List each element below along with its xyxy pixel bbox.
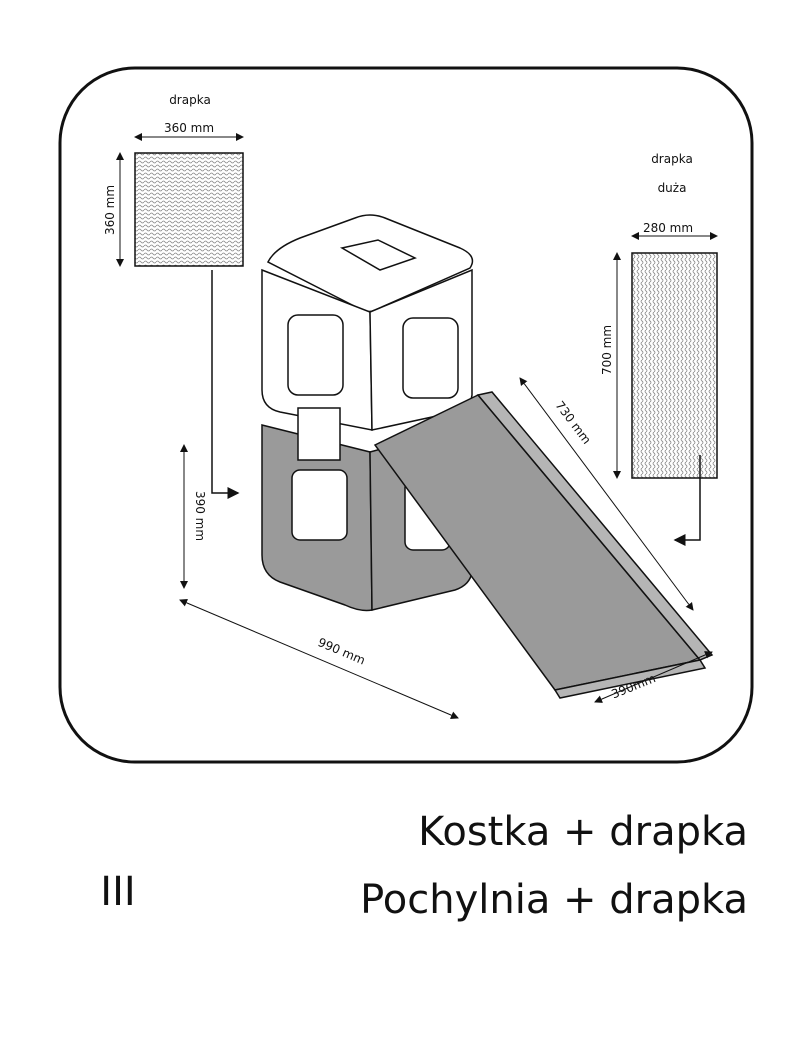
scratch-large-width: 280 mm bbox=[643, 221, 693, 235]
scratch-large-height: 700 mm bbox=[600, 325, 614, 375]
top-cube bbox=[261, 214, 474, 461]
slide-length-label: 730 mm bbox=[553, 398, 594, 446]
length-label: 990 mm bbox=[316, 635, 368, 667]
caption-line-1: Kostka + drapka bbox=[418, 809, 748, 855]
frame bbox=[58, 66, 754, 764]
scratch-pad-large: drapka duża 280 mm 700 mm bbox=[600, 152, 718, 546]
set-number: III bbox=[100, 869, 135, 915]
cube-height-label: 390 mm bbox=[193, 491, 207, 541]
scratch-pad-small: drapka 360 mm 360 mm bbox=[103, 93, 244, 499]
scratch-small-title: drapka bbox=[169, 93, 211, 107]
scratch-small-height: 360 mm bbox=[103, 185, 117, 235]
scratch-small-width: 360 mm bbox=[164, 121, 214, 135]
caption-line-2: Pochylnia + drapka bbox=[360, 877, 748, 923]
scratch-large-title-2: duża bbox=[658, 181, 687, 195]
scratch-large-title-1: drapka bbox=[651, 152, 693, 166]
